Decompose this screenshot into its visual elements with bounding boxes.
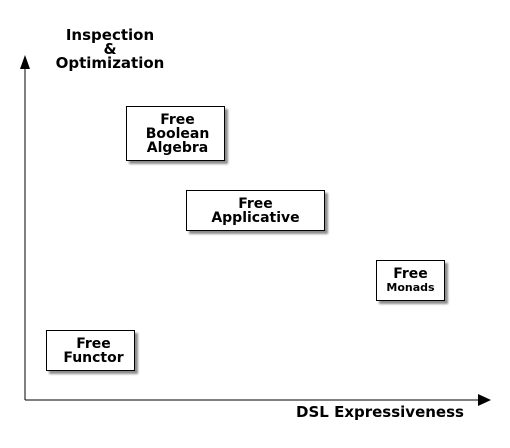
free-functor-line-1: Free (76, 335, 111, 352)
x-axis-arrowhead (478, 394, 491, 406)
y-axis-title-line-2: & (103, 40, 117, 58)
free-boolean-algebra-line-3: Algebra (146, 139, 209, 156)
x-axis-title: DSL Expressiveness (296, 403, 464, 421)
y-axis-title-line-3: Optimization (55, 54, 165, 72)
free-boolean-algebra-line-2: Boolean (145, 125, 210, 142)
free-monads-box: Free Monads (376, 260, 445, 301)
y-axis-title-line-1: Inspection (65, 26, 155, 44)
free-applicative-line-1: Free (238, 195, 273, 212)
y-axis-title: Inspection & Optimization (48, 26, 172, 72)
free-boolean-algebra-box: Free Boolean Algebra (126, 106, 225, 161)
y-axis-arrowhead (20, 55, 30, 69)
free-functor-line-2: Functor (63, 349, 124, 366)
free-monads-line-1: Free (393, 266, 428, 282)
free-applicative-line-2: Applicative (211, 209, 300, 226)
free-applicative-box: Free Applicative (186, 190, 325, 231)
free-boolean-algebra-line-1: Free (160, 111, 195, 128)
free-functor-box: Free Functor (46, 330, 135, 371)
free-monads-line-2: Monads (386, 281, 435, 294)
